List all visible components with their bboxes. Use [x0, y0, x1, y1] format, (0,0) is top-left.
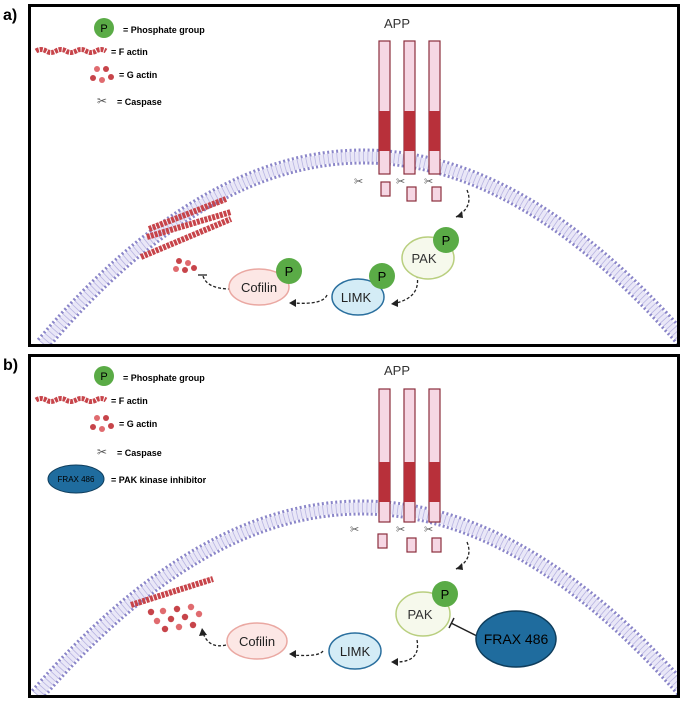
- arrow-cofilin-to-actin: [202, 632, 227, 647]
- g-actin-monomers: [147, 603, 203, 633]
- legend-phosphate: = Phosphate group: [123, 373, 205, 383]
- caspase-scissors-icon: ✂: [396, 176, 405, 188]
- cofilin-node: [228, 268, 290, 306]
- cofilin-phosphate-label: P: [285, 264, 294, 279]
- arrow-app-to-pak: [455, 541, 470, 570]
- phosphate-legend-p: P: [100, 23, 107, 35]
- limk-phosphate: [369, 263, 395, 289]
- arrow-cofilin-to-actin: [202, 275, 232, 290]
- caspase-scissors-icon: ✂: [350, 524, 359, 536]
- legend: P = Phosphate group = F actin = G actin …: [34, 18, 205, 108]
- cofilin-phosphate: [276, 258, 302, 284]
- arrow-limk-to-cofilin: [292, 650, 324, 657]
- inhibition-line: [450, 622, 478, 637]
- arrow-pak-to-limk: [395, 274, 419, 304]
- cofilin-label: Cofilin: [239, 634, 275, 649]
- frax-legend-icon: [47, 464, 105, 494]
- panel-b-label: b): [3, 357, 19, 374]
- limk-label: LIMK: [341, 290, 372, 305]
- app-receptors: [378, 40, 442, 202]
- scissors-icon: ✂: [97, 445, 107, 459]
- pak-label: PAK: [407, 607, 432, 622]
- pak-phosphate-label: P: [442, 233, 451, 248]
- caspase-scissors-icon: ✂: [354, 176, 363, 188]
- frax-legend-label: FRAX 486: [58, 475, 95, 484]
- legend-factin: = F actin: [111, 396, 148, 406]
- limk-node: [331, 278, 385, 316]
- factin-legend-icon: [34, 396, 108, 404]
- pak-phosphate: [432, 581, 458, 607]
- arrow-pak-to-limk: [395, 639, 419, 663]
- panel-a-label: a): [3, 7, 18, 24]
- f-actin-filaments: [130, 576, 214, 608]
- limk-phosphate-label: P: [378, 269, 387, 284]
- cofilin-node: [226, 622, 288, 660]
- cell-membrane: [36, 148, 685, 350]
- phosphate-legend-icon: [94, 18, 114, 38]
- panel-b: P = Phosphate group = F actin = G actin …: [28, 354, 685, 701]
- factin-legend-icon: [34, 47, 108, 55]
- pak-label: PAK: [411, 251, 436, 266]
- caspase-scissors-icon: ✂: [424, 176, 433, 188]
- caspase-scissors-icon: ✂: [396, 524, 405, 536]
- arrow-app-to-pak: [455, 189, 470, 218]
- panel-b-diagram: P = Phosphate group = F actin = G actin …: [30, 363, 685, 701]
- cofilin-label: Cofilin: [241, 280, 277, 295]
- frax-label: FRAX 486: [484, 631, 549, 647]
- g-actin-monomers: [173, 258, 197, 273]
- f-actin-filaments: [139, 196, 233, 260]
- legend-factin: = F actin: [111, 47, 148, 57]
- pak-phosphate-label: P: [441, 587, 450, 602]
- app-receptors: [377, 388, 442, 553]
- legend-gactin: = G actin: [119, 419, 157, 429]
- caspase-scissors-icon: ✂: [424, 524, 433, 536]
- gactin-legend-icon: [90, 66, 114, 83]
- pak-phosphate: [433, 227, 459, 253]
- legend-phosphate: = Phosphate group: [123, 25, 205, 35]
- limk-node: [328, 632, 382, 670]
- legend-caspase: = Caspase: [117, 97, 162, 107]
- phosphate-legend-p: P: [100, 371, 107, 383]
- app-label: APP: [384, 16, 410, 31]
- panel-a-diagram: P = Phosphate group = F actin = G actin …: [34, 16, 685, 350]
- legend-gactin: = G actin: [119, 70, 157, 80]
- gactin-legend-icon: [90, 415, 114, 432]
- legend-inhibitor: = PAK kinase inhibitor: [111, 475, 207, 485]
- limk-label: LIMK: [340, 644, 371, 659]
- legend: P = Phosphate group = F actin = G actin …: [34, 366, 207, 494]
- scissors-icon: ✂: [97, 94, 107, 108]
- phosphate-legend-icon: [94, 366, 114, 386]
- frax-node: [475, 610, 557, 668]
- arrow-limk-to-cofilin: [292, 294, 328, 304]
- panel-a: P = Phosphate group = F actin = G actin …: [28, 4, 685, 350]
- app-label: APP: [384, 363, 410, 378]
- legend-caspase: = Caspase: [117, 448, 162, 458]
